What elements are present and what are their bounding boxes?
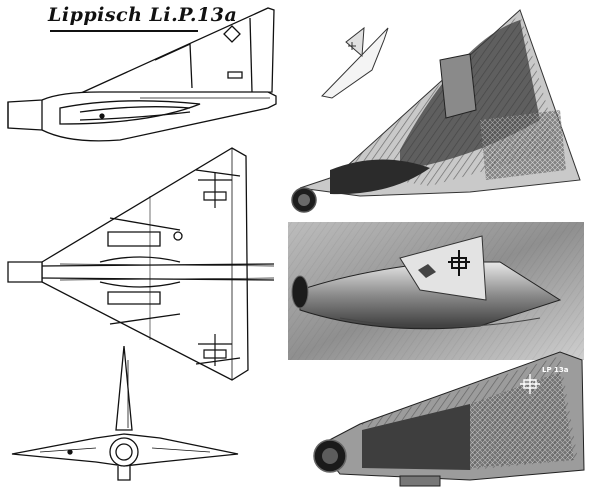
model-photo (288, 222, 584, 360)
drawing-title: Lippisch Li.P.13a (48, 4, 238, 26)
wing-insignia-lower (198, 334, 232, 366)
side-view-drawing (7, 7, 277, 142)
front-view-drawing (11, 345, 239, 481)
title-underline (50, 30, 198, 32)
cutaway-model-photo: LP 13a (313, 351, 585, 487)
wing-insignia-upper (198, 172, 232, 208)
cutaway-tail-marking: LP 13a (542, 366, 569, 374)
plan-view-drawing (7, 147, 275, 381)
small-model-sketch (321, 26, 389, 99)
cutaway-render-photo (291, 9, 581, 213)
